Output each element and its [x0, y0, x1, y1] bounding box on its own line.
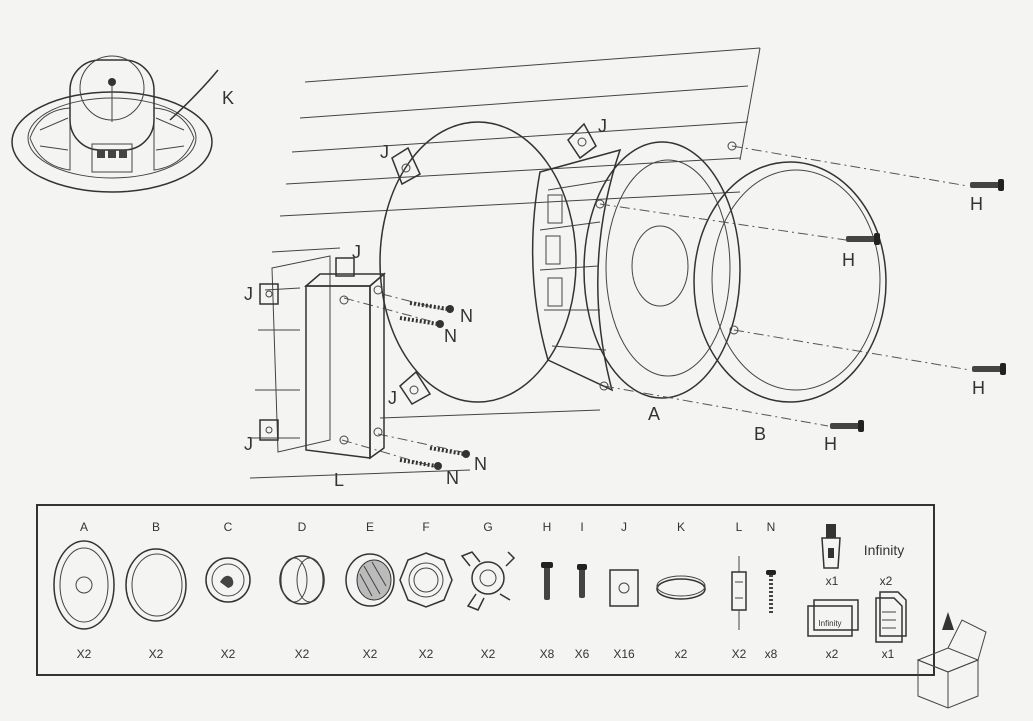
callout-n-2: N [444, 326, 457, 346]
door-panel [249, 47, 761, 479]
infinity-logo: Infinity [864, 542, 904, 558]
guide-lines [341, 145, 971, 469]
card-brand: Infinity [818, 619, 841, 628]
callout-l: L [334, 470, 344, 490]
part-qty-c: X2 [221, 647, 236, 661]
part-letter-f: F [422, 520, 429, 534]
callout-j-4: J [244, 284, 253, 304]
part-letter-a: A [80, 520, 88, 534]
part-qty-d: X2 [295, 647, 310, 661]
part-letter-j: J [621, 520, 627, 534]
part-qty-l: X2 [732, 647, 747, 661]
callout-h-3: H [972, 378, 985, 398]
part-letter-d: D [298, 520, 307, 534]
crossover-box [259, 255, 387, 460]
callout-n-3: N [474, 454, 487, 474]
part-qty-j: X16 [613, 647, 635, 661]
badge-icon [821, 524, 841, 569]
callout-j-5: J [388, 388, 397, 408]
part-d-icon [279, 555, 325, 605]
callout-h-4: H [824, 434, 837, 454]
callout-b: B [754, 424, 766, 444]
callout-n-1: N [460, 306, 473, 326]
part-l-icon [731, 556, 747, 630]
part-qty-f: X2 [419, 647, 434, 661]
part-letter-l: L [736, 520, 743, 534]
part-letter-e: E [366, 520, 374, 534]
extra-qty-card: x2 [826, 647, 839, 661]
extra-qty-logo: x2 [880, 574, 893, 588]
part-letter-n: N [767, 520, 776, 534]
part-j-icon [609, 569, 639, 607]
part-c-icon [205, 557, 251, 603]
part-g-icon [460, 551, 516, 611]
trim-ring [693, 161, 887, 403]
part-qty-k: x2 [675, 647, 688, 661]
part-h-icon [541, 562, 553, 600]
extra-qty-manual: x1 [882, 647, 895, 661]
part-e-icon [345, 553, 395, 607]
extra-qty-badge: x1 [826, 574, 839, 588]
callout-a: A [648, 404, 660, 424]
part-b-icon [125, 548, 187, 622]
part-f-icon [399, 552, 453, 608]
screw-n [399, 301, 470, 470]
mounting-plate [379, 121, 597, 405]
part-qty-i: X6 [575, 647, 590, 661]
part-letter-g: G [483, 520, 492, 534]
part-letter-k: K [677, 520, 685, 534]
part-n-icon [766, 570, 776, 614]
part-i-icon [577, 564, 587, 598]
callout-n-4: N [446, 468, 459, 488]
speaker-inset [11, 55, 219, 193]
part-letter-c: C [224, 520, 233, 534]
part-letter-b: B [152, 520, 160, 534]
callout-j-6: J [244, 434, 253, 454]
callout-j-2: J [598, 116, 607, 136]
part-qty-e: X2 [363, 647, 378, 661]
card-icon: Infinity [807, 599, 859, 637]
screw-h [830, 179, 1006, 432]
part-letter-h: H [543, 520, 552, 534]
callout-h-2: H [842, 250, 855, 270]
part-qty-n: x8 [765, 647, 778, 661]
part-qty-b: X2 [149, 647, 164, 661]
part-k-icon [656, 575, 706, 600]
box-icon [916, 612, 987, 709]
callout-j-3: J [352, 242, 361, 262]
part-qty-g: X2 [481, 647, 496, 661]
callout-k: K [222, 88, 234, 108]
part-letter-i: I [580, 520, 583, 534]
callout-h-1: H [970, 194, 983, 214]
part-qty-a: X2 [77, 647, 92, 661]
parts-list-box [36, 504, 935, 676]
manual-icon [875, 591, 907, 643]
part-a-icon [53, 540, 115, 630]
part-qty-h: X8 [540, 647, 555, 661]
speaker-side [531, 141, 741, 399]
callout-j-1: J [380, 142, 389, 162]
